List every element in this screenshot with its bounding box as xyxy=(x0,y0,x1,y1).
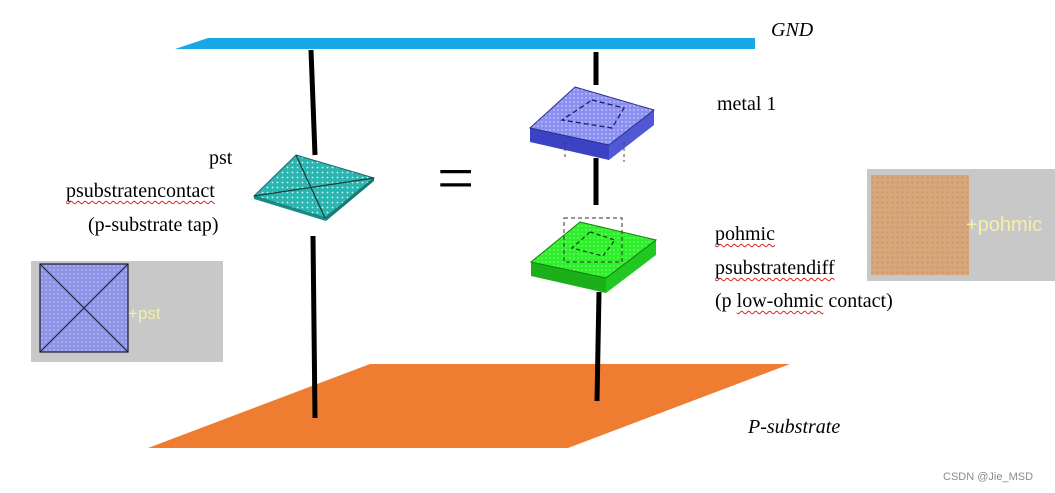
low-ohmic-open: (p xyxy=(715,290,737,312)
pst-wire-top xyxy=(308,49,318,156)
pst-legend-text: +pst xyxy=(128,304,161,323)
p-substrate-plane xyxy=(148,364,790,448)
pst-wire-bottom xyxy=(310,235,318,419)
metal1-label: metal 1 xyxy=(717,93,777,115)
low-ohmic-word: low-ohmic xyxy=(736,290,824,312)
pst-label: pst xyxy=(209,147,233,169)
metal1-plate-shape xyxy=(528,86,656,162)
pohmic-plate-shape xyxy=(529,217,658,293)
pst-contact-shape xyxy=(253,154,376,221)
psub-tap-label: (p-substrate tap) xyxy=(88,214,219,236)
psubstratencontact-label: psubstratencontact xyxy=(66,180,215,202)
watermark: CSDN @Jie_MSD xyxy=(943,471,1034,483)
low-ohmic-close: contact) xyxy=(823,290,893,312)
low-ohmic-contact-label: (p low-ohmic contact) xyxy=(715,290,893,313)
p-substrate-label: P-substrate xyxy=(748,416,841,438)
equals-sign: = xyxy=(437,142,475,215)
gnd-rail xyxy=(175,38,755,49)
pohmic-label: pohmic xyxy=(715,223,775,245)
right-wire-bottom xyxy=(594,291,602,402)
gnd-label: GND xyxy=(771,19,814,41)
pohmic-legend-swatch xyxy=(871,175,969,275)
pohmic-legend-text: +pohmic xyxy=(966,214,1043,236)
pst-legend-swatch xyxy=(39,263,129,353)
psubstratendiff-label: psubstratendiff xyxy=(715,257,835,279)
